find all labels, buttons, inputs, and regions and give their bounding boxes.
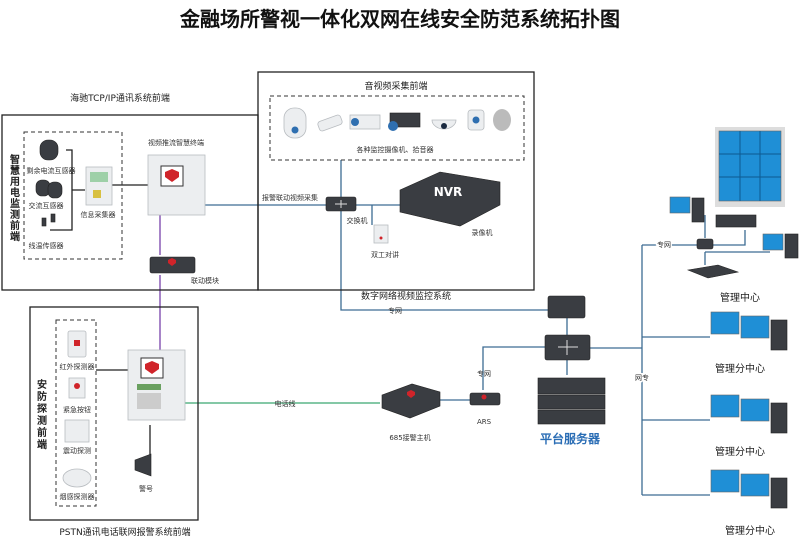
siren <box>134 453 152 477</box>
switch <box>325 196 357 212</box>
dome-camera-icon <box>431 119 457 130</box>
control-keyboard <box>686 264 740 279</box>
private-net-label: 专网 <box>388 306 402 315</box>
alarm-host-685 <box>381 383 441 419</box>
shield-icon <box>407 390 415 398</box>
detector-label: 红外探测器 <box>60 362 95 371</box>
switch-label: 交换机 <box>347 216 368 225</box>
video-frame <box>257 71 535 291</box>
camera-group-label: 各种监控摄像机、拾音器 <box>357 145 434 154</box>
panel-line <box>96 369 151 455</box>
alarm-panel <box>127 349 186 421</box>
alarm-link-label: 报警联动视频采集 <box>262 193 318 202</box>
power-monitor-group <box>23 131 123 260</box>
detector-label: 紧急按钮 <box>63 405 91 414</box>
phone-line-label: 电话线 <box>275 399 296 408</box>
host-label: 685接警主机 <box>389 433 430 442</box>
nvr-text: NVR <box>434 185 463 199</box>
video-terminal <box>147 154 206 216</box>
management-network-line <box>641 215 770 496</box>
branch-workstation <box>710 469 788 509</box>
sensor-bus-line <box>50 149 148 231</box>
intercom-label: 双工对讲 <box>371 250 399 259</box>
branch-workstation <box>710 394 788 434</box>
collector-label: 信息采集器 <box>81 210 116 219</box>
cameras <box>283 107 511 139</box>
security-detect-vertical-label: 安防探测前端 <box>37 378 47 451</box>
box-camera-icon <box>349 114 381 130</box>
private-net-label: 专网 <box>477 369 491 378</box>
shield-icon <box>145 361 159 374</box>
video-wall <box>715 127 785 207</box>
detector-label: 震动探测 <box>63 446 91 455</box>
sensor-label: 剩余电流互感器 <box>27 166 76 175</box>
smoke-detector <box>62 468 92 488</box>
shield-icon <box>165 169 179 182</box>
pickup-microphone-icon <box>493 109 511 131</box>
ars-label: ARS <box>477 418 492 426</box>
linkage-label: 联动模块 <box>191 276 219 285</box>
cube-camera-icon <box>467 109 485 131</box>
sensor-label: 交流互感器 <box>29 201 64 210</box>
diagram-title: 金融场所警视一体化双网在线安全防范系统拓扑图 <box>179 7 620 31</box>
server-label: 平台服务器 <box>540 431 601 446</box>
nvr-label: 录像机 <box>472 228 493 237</box>
shield-icon <box>168 258 176 266</box>
branch-center-label: 管理分中心 <box>725 524 775 537</box>
net-private-label: 网专 <box>635 373 649 382</box>
branch-center-label: 管理分中心 <box>715 445 765 458</box>
linkage-module <box>149 256 196 274</box>
line-temp-sensor <box>41 213 56 227</box>
sensor-label: 线温传感器 <box>29 241 64 250</box>
vertical-label: 安防探测前端 <box>37 378 47 451</box>
decoder <box>715 214 757 228</box>
ac-sensor <box>35 179 63 199</box>
video-label: 音视频采集前端 <box>364 80 427 92</box>
intercom <box>373 224 389 244</box>
connection-lines <box>50 149 770 496</box>
gun-camera-icon <box>388 112 421 131</box>
bullet-camera-icon <box>317 114 343 132</box>
detector-label: 烟感探测器 <box>60 492 95 501</box>
vibration-detector <box>64 419 90 443</box>
emergency-button <box>68 377 86 399</box>
core-switch-b <box>544 334 591 361</box>
siren-label: 警号 <box>139 484 153 493</box>
detector-group <box>55 319 97 507</box>
power-monitor-vertical-label: 智慧用电监测前端 <box>9 153 20 243</box>
residual-current-sensor <box>39 139 59 161</box>
ars-device <box>469 392 501 406</box>
tcpip-label: 海驰TCP/IP通讯系统前端 <box>70 92 170 104</box>
infrared-detector <box>67 330 87 358</box>
branch-center-label: 管理分中心 <box>715 362 765 375</box>
ptz-camera-icon <box>283 107 307 139</box>
mgmt-center-label: 管理中心 <box>720 291 760 304</box>
pstn-frame <box>29 306 199 521</box>
branch-workstation <box>710 311 788 351</box>
platform-network-line <box>440 318 642 401</box>
vertical-label: 智慧用电监测前端 <box>9 153 20 243</box>
info-collector <box>85 166 113 206</box>
workstation <box>669 196 705 223</box>
mgmt-switch <box>696 238 714 250</box>
pstn-label: PSTN通讯电话联网报警系统前端 <box>59 526 190 538</box>
workstation <box>762 233 799 259</box>
nvr: NVR <box>399 171 501 227</box>
core-switch-a <box>547 295 586 319</box>
terminal-label: 视频推流智慧终端 <box>148 138 204 147</box>
camera-group <box>269 95 525 161</box>
video-system-label: 数字网络视频监控系统 <box>361 290 451 302</box>
platform-server <box>537 377 606 425</box>
private-net-label: 专网 <box>657 240 671 249</box>
